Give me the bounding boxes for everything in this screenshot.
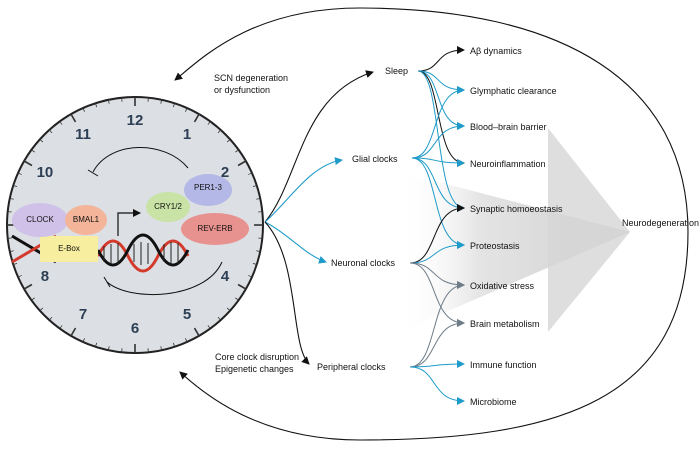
- core-clock-label-line1: Core clock disruption: [215, 352, 299, 362]
- ebox-label: E-Box: [58, 244, 80, 253]
- outcome-arrow: [410, 367, 464, 401]
- bmal1-protein-label: BMAL1: [73, 215, 100, 224]
- outcome-synaptic: Synaptic homoeostasis: [470, 204, 563, 214]
- clock-number: 8: [41, 268, 49, 285]
- outcome-arrow: [418, 71, 464, 126]
- reverb-protein-label: REV-ERB: [197, 224, 232, 233]
- wedge-tip: [548, 128, 630, 332]
- clock-number: 5: [183, 306, 191, 323]
- outcome-bbb: Blood–brain barrier: [470, 122, 547, 132]
- clock-number: 12: [127, 112, 144, 129]
- per-protein-label: PER1-3: [194, 183, 223, 192]
- glial-clocks-label: Glial clocks: [352, 154, 398, 164]
- neuronal-clocks-label: Neuronal clocks: [331, 258, 396, 268]
- scn-label-line1: SCN degeneration: [214, 73, 288, 83]
- clock-face: 121234567891011 E-Bo: [7, 97, 263, 353]
- outcome-arrow: [410, 323, 464, 367]
- clock-protein-label: CLOCK: [26, 215, 54, 224]
- outcome-microbiome: Microbiome: [470, 397, 517, 407]
- clock-number: 7: [79, 306, 87, 323]
- outcome-immune: Immune function: [470, 360, 537, 370]
- clock-number: 10: [37, 164, 54, 181]
- clock-number: 4: [221, 268, 230, 285]
- outcome-arrow: [418, 71, 464, 163]
- outcome-metabolism: Brain metabolism: [470, 319, 540, 329]
- clock-number: 11: [75, 126, 91, 143]
- outcome-neuroinflammation: Neuroinflammation: [470, 159, 546, 169]
- branch-to-sleep: [265, 72, 373, 222]
- branch-to-glial: [265, 160, 342, 222]
- scn-label-line2-text: or dysfunction: [214, 85, 270, 95]
- peripheral-clocks-label: Peripheral clocks: [317, 362, 386, 372]
- outcome-proteostasis: Proteostasis: [470, 241, 520, 251]
- clock-number: 6: [131, 320, 139, 337]
- branch-to-peripheral: [265, 222, 309, 364]
- outcome-abeta: Aβ dynamics: [470, 46, 522, 56]
- core-clock-label-line2: Epigenetic changes: [215, 364, 294, 374]
- outcome-glymphatic: Glymphatic clearance: [470, 86, 557, 96]
- outcome-arrow: [418, 50, 464, 71]
- neurodegeneration-label: Neurodegeneration: [622, 218, 699, 228]
- branch-to-neuronal: [265, 222, 326, 262]
- outcome-oxidative: Oxidative stress: [470, 281, 535, 291]
- sleep-label: Sleep: [385, 66, 408, 76]
- cry-protein-label: CRY1/2: [154, 202, 182, 211]
- clock-number: 1: [183, 126, 191, 143]
